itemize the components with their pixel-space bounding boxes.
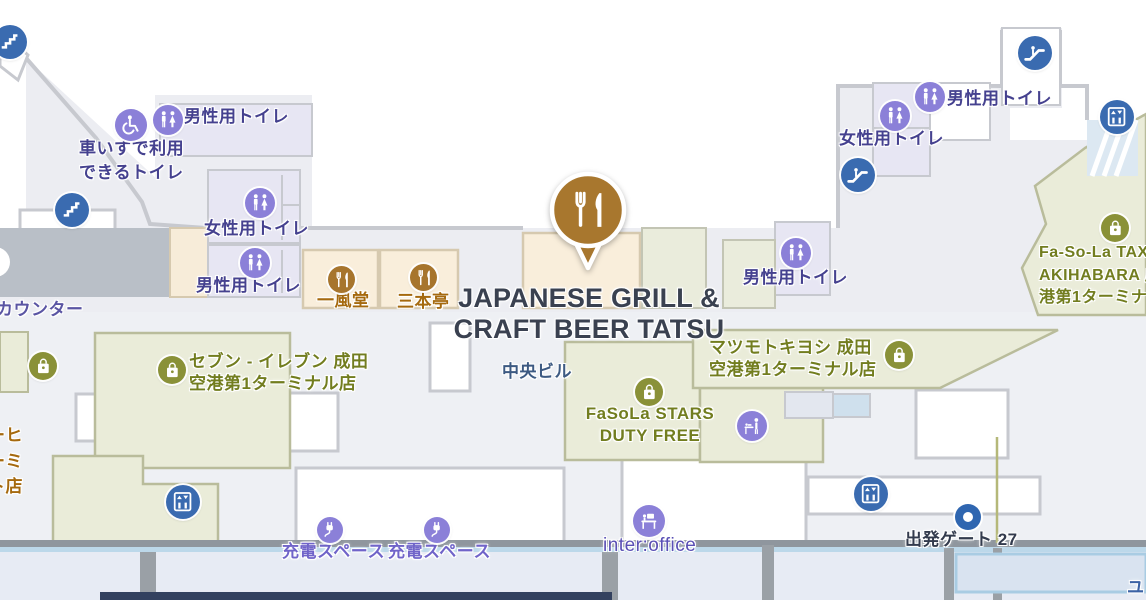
label-matsumotokiyoshi[interactable]: マツモトキヨシ 成田 空港第1ターミナル店 [709, 338, 877, 379]
label-departure-gate-27: 出発ゲート 27 [905, 530, 1018, 549]
room-mens-toilet-1 [159, 103, 313, 157]
label-fasola-stars[interactable]: FaSoLa STARS DUTY FREE [585, 404, 715, 445]
charging-icon[interactable] [317, 517, 343, 543]
label-partial-left: ーヒ ーミ ト店 [0, 426, 23, 496]
mens-toilet-icon[interactable] [781, 238, 811, 268]
label-wheelchair-toilet: 車いすで利用 できるトイレ [79, 139, 185, 182]
escalator-icon[interactable] [841, 158, 875, 192]
label-charging-space-1: 充電スペース [282, 542, 385, 561]
room-elevator-lobby [806, 475, 1042, 516]
elevator-icon[interactable] [166, 485, 200, 519]
wheelchair-toilet-icon[interactable] [115, 109, 147, 141]
shopping-bag-icon[interactable] [29, 352, 57, 380]
restaurant-icon-ippudo[interactable] [328, 266, 355, 293]
counter-block [0, 228, 170, 297]
baby-care-icon[interactable] [737, 411, 767, 441]
shopping-bag-icon-fasola-tax[interactable] [1101, 214, 1129, 242]
escalator-icon[interactable] [1018, 36, 1052, 70]
stairs-icon[interactable] [55, 193, 89, 227]
label-mens-toilet-1: 男性用トイレ [184, 107, 289, 126]
shopping-bag-icon-fasola-stars[interactable] [635, 378, 663, 406]
womens-toilet-icon[interactable] [880, 101, 910, 131]
label-chuo-building: 中央ビル [502, 362, 572, 381]
label-sanbontei[interactable]: 三本亭 [397, 292, 450, 311]
restaurant-icon-sanbontei[interactable] [410, 264, 437, 291]
departure-gate-marker[interactable] [955, 504, 981, 530]
label-fasola-tax[interactable]: Fa-So-La TAX AKIHABARA 成 港第1ターミナ [1039, 244, 1146, 306]
mens-toilet-icon[interactable] [915, 82, 945, 112]
label-mens-toilet-4: 男性用トイレ [947, 89, 1052, 108]
label-counter: カウンター [0, 300, 84, 319]
room-seven-eleven [93, 331, 292, 470]
elevator-icon[interactable] [1100, 100, 1134, 134]
stairs-icon[interactable] [0, 25, 27, 59]
office-icon[interactable] [633, 505, 665, 537]
label-womens-toilet-2: 女性用トイレ [839, 129, 944, 148]
mens-toilet-icon[interactable] [153, 105, 183, 135]
charging-icon[interactable] [424, 517, 450, 543]
poi-title[interactable]: JAPANESE GRILL & CRAFT BEER TATSU [453, 283, 725, 344]
label-partial-bottom-right: ユ [1127, 578, 1145, 597]
room-sanbontei [378, 248, 460, 310]
label-mens-toilet-3: 男性用トイレ [743, 268, 848, 287]
label-mens-toilet-2: 男性用トイレ [196, 276, 301, 295]
poi-pin-restaurant[interactable] [542, 169, 634, 278]
womens-toilet-icon[interactable] [245, 188, 275, 218]
shopping-bag-icon-matsumotokiyoshi[interactable] [885, 341, 913, 369]
label-womens-toilet-1: 女性用トイレ [204, 219, 309, 238]
label-seven-eleven[interactable]: セブン - イレブン 成田 空港第1ターミナル店 [189, 352, 369, 393]
elevator-icon[interactable] [854, 477, 888, 511]
mens-toilet-icon[interactable] [240, 248, 270, 278]
label-inter-office[interactable]: inter:office [603, 535, 697, 556]
label-ippudo[interactable]: 一風堂 [317, 291, 370, 310]
room-matsumotokiyoshi [691, 328, 1059, 390]
shopping-bag-icon-seven-eleven[interactable] [158, 356, 186, 384]
label-charging-space-2: 充電スペース [388, 542, 491, 561]
